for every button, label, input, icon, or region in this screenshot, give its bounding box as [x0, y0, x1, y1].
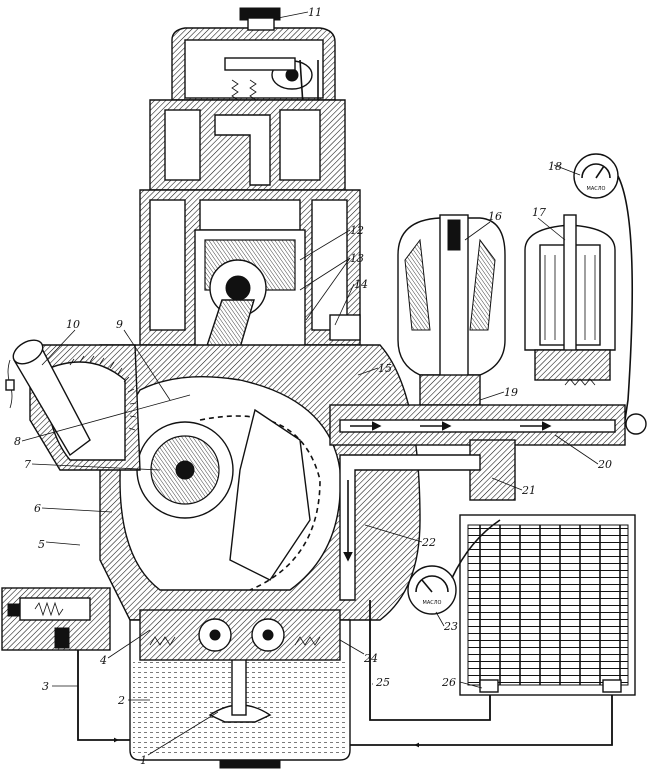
pressure-relief-valve [1, 587, 111, 651]
oil-return-line [339, 454, 481, 601]
centrifugal-filter [397, 214, 506, 406]
callout-3: 3 [42, 680, 49, 693]
callout-22: 22 [421, 536, 436, 549]
callout-12: 12 [350, 224, 364, 237]
callout-19: 19 [504, 386, 518, 399]
callout-2: 2 [117, 694, 125, 707]
callout-9: 9 [116, 318, 123, 331]
callout-13: 13 [350, 252, 364, 265]
main-oil-gallery [329, 404, 647, 501]
pressure-gauge: МАСЛО [407, 519, 501, 615]
callout-1: 1 [140, 754, 147, 767]
callout-7: 7 [24, 458, 31, 471]
cooler-pipes [350, 600, 613, 748]
oil-cooler-radiator [459, 514, 636, 696]
oil-pump [139, 609, 341, 661]
temperature-gauge-label: МАСЛО [587, 186, 606, 192]
callout-17: 17 [532, 206, 546, 219]
callout-14: 14 [354, 278, 368, 291]
callout-6: 6 [34, 502, 41, 515]
callout-8: 8 [14, 435, 21, 448]
callout-23: 23 [443, 620, 458, 633]
callout-20: 20 [597, 458, 612, 471]
callout-24: 24 [363, 652, 378, 665]
callout-4: 4 [99, 654, 107, 667]
leader-lines [21, 11, 599, 756]
callout-25: 25 [375, 676, 390, 689]
suction-pipe [77, 650, 130, 743]
callout-10: 10 [66, 318, 80, 331]
cylinder-head [149, 99, 346, 191]
temperature-gauge: МАСЛО [573, 153, 634, 421]
cylinder-head-cover [171, 7, 336, 101]
callout-15: 15 [378, 362, 392, 375]
callout-labels: 1 2 3 4 5 6 7 8 9 10 11 12 13 14 15 16 1… [14, 6, 612, 767]
pressure-gauge-label: МАСЛО [423, 600, 442, 606]
callout-18: 18 [548, 160, 562, 173]
callout-26: 26 [441, 676, 456, 689]
callout-11: 11 [308, 6, 322, 19]
crankcase [99, 344, 421, 621]
callout-5: 5 [38, 538, 45, 551]
fine-filter [524, 214, 616, 386]
callout-21: 21 [521, 484, 536, 497]
callout-16: 16 [488, 210, 502, 223]
